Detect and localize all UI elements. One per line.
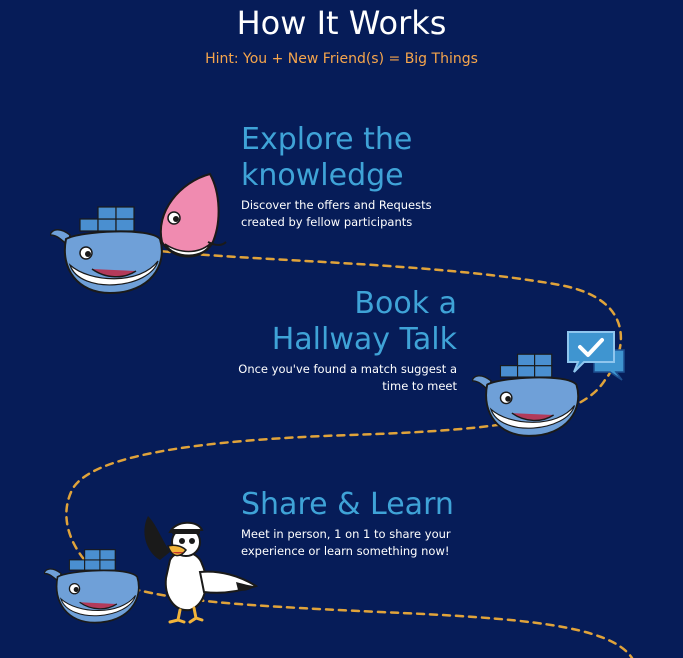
chat-check-icon <box>567 331 625 381</box>
seagull-captain-icon <box>144 516 258 624</box>
page-title: How It Works <box>236 4 447 42</box>
hint-text: Hint: You + New Friend(s) = Big Things <box>205 51 478 67</box>
pink-whale-icon <box>159 172 227 258</box>
step-1-title: Explore the knowledge <box>241 122 413 193</box>
step-3-description: Meet in person, 1 on 1 to share your exp… <box>241 527 451 558</box>
step-1-description: Discover the offers and Requests created… <box>241 198 432 229</box>
blue-whale-icon-2 <box>472 353 579 437</box>
step-3-title: Share & Learn <box>241 487 454 522</box>
step-2-description: Once you've found a match suggest a time… <box>238 362 457 393</box>
step-2-title: Book a Hallway Talk <box>271 286 457 357</box>
blue-whale-icon <box>50 206 163 295</box>
blue-whale-icon-3 <box>44 549 140 624</box>
